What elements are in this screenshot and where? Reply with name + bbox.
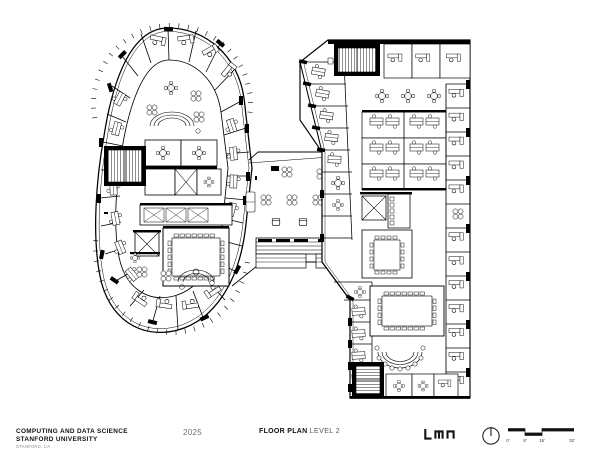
west-wing xyxy=(95,26,253,333)
east-wing-north-rooms xyxy=(383,43,471,79)
east-wing-open-office-north xyxy=(361,110,447,191)
scale-tick-16: 16' xyxy=(539,438,545,443)
west-wing-pantry xyxy=(139,203,233,226)
sheet-title-secondary: LEVEL 2 xyxy=(309,428,341,435)
west-wing-columns xyxy=(97,26,250,326)
project-name-line2: STANFORD UNIVERSITY xyxy=(16,435,98,443)
east-wing-boardroom xyxy=(361,229,413,279)
east-wing-core-north xyxy=(360,192,412,229)
scale-tick-32: 32' xyxy=(569,438,575,443)
sheet-title: FLOOR PLAN LEVEL 2 xyxy=(259,428,340,435)
graphic-scale-bar: 0' 8' 16' 32' xyxy=(506,425,576,452)
project-location: STANFORD, CA xyxy=(16,444,51,450)
lmn-logo xyxy=(424,426,460,447)
west-wing-south-core xyxy=(130,226,230,287)
west-wing-north-lounge xyxy=(146,81,205,134)
west-wing-meeting-rooms-north xyxy=(144,139,222,196)
west-wing-stair-core xyxy=(104,146,146,214)
east-wing xyxy=(298,39,471,399)
project-year: 2025 xyxy=(183,428,202,437)
west-wing-facade-fin-marks xyxy=(91,22,254,335)
east-wing-north-stair xyxy=(327,44,380,76)
east-wing-conference-centre xyxy=(369,285,445,337)
east-wing-south-wall xyxy=(350,396,470,399)
sheet-title-primary: FLOOR PLAN xyxy=(259,428,308,435)
west-wing-south-lounge xyxy=(129,252,215,290)
west-wing-office-partitions xyxy=(99,27,250,331)
project-identification: COMPUTING AND DATA SCIENCE STANFORD UNIV… xyxy=(16,428,128,450)
project-name-line1: COMPUTING AND DATA SCIENCE xyxy=(16,428,128,435)
east-wing-south-stair xyxy=(352,362,384,398)
east-wing-east-offices xyxy=(445,80,470,396)
north-arrow-icon xyxy=(481,424,501,451)
floor-plan-drawing xyxy=(91,22,471,399)
east-wing-amphitheatre xyxy=(374,345,426,372)
east-wing-south-rooms xyxy=(385,373,459,399)
scale-tick-0: 0' xyxy=(506,438,509,443)
scale-tick-8: 8' xyxy=(523,438,526,443)
title-block: COMPUTING AND DATA SCIENCE STANFORD UNIV… xyxy=(0,412,600,463)
east-wing-north-wall xyxy=(328,40,470,44)
